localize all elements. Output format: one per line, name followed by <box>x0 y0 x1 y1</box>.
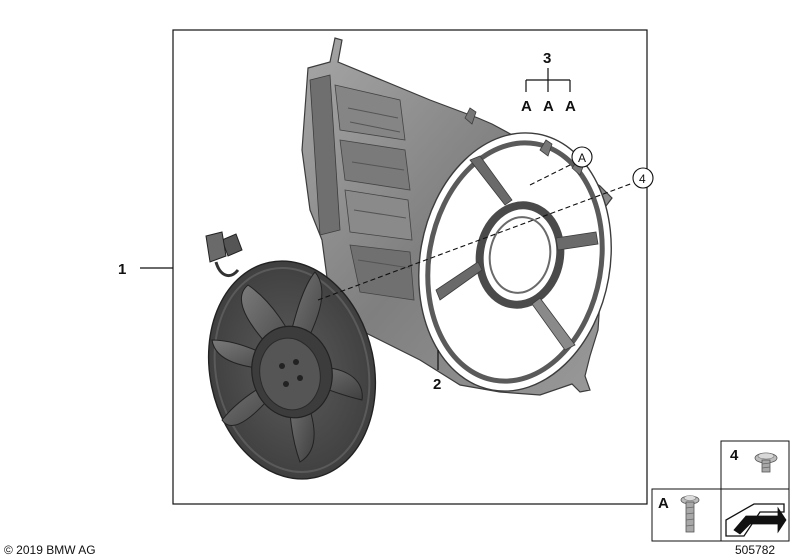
copyright-text: © 2019 BMW AG <box>4 543 96 557</box>
callout-3: 3 <box>543 50 551 67</box>
diagram-number: 505782 <box>735 543 775 557</box>
fan-shroud <box>301 37 613 396</box>
alignment-dashed-line <box>317 182 634 301</box>
callout-a: A <box>578 151 586 165</box>
callout-3-a1: A <box>521 98 532 115</box>
callout-2: 2 <box>433 376 441 393</box>
callout-a-circle <box>571 146 593 168</box>
callout-3-a2: A <box>543 98 554 115</box>
screw-a-icon <box>680 495 700 533</box>
parts-table: 4 A <box>651 440 790 542</box>
mounting-symbol-icon <box>725 503 787 537</box>
callout-4: 4 <box>639 172 646 186</box>
assembly-frame <box>172 29 648 505</box>
part-a-label: A <box>658 495 669 512</box>
callout-3-a3: A <box>565 98 576 115</box>
callout-1: 1 <box>118 261 126 278</box>
electric-fan <box>205 231 377 480</box>
part-4-label: 4 <box>730 447 739 464</box>
screw-4-icon <box>754 452 778 473</box>
callout-4-circle <box>632 167 654 189</box>
